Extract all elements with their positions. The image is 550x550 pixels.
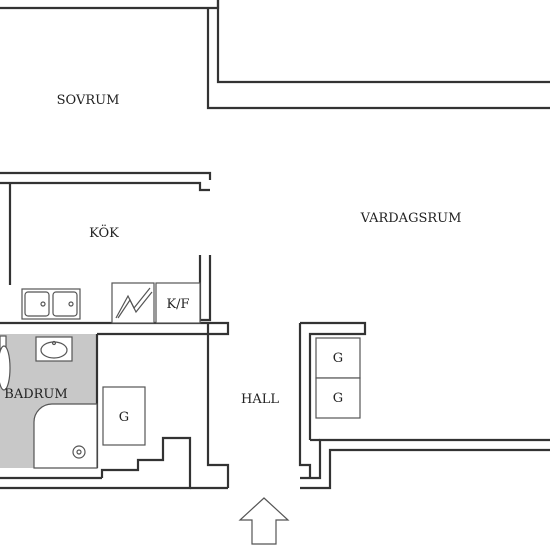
toilet-icon xyxy=(0,335,11,391)
room-label-bedroom: SOVRUM xyxy=(57,93,120,108)
wardrobe-right-bottom-label: G xyxy=(333,391,343,406)
interior-walls xyxy=(0,171,367,488)
fridge-freezer: K/F xyxy=(155,282,201,324)
stove-icon xyxy=(111,282,155,324)
arrow-up-icon xyxy=(238,497,290,545)
fridge-freezer-label: K/F xyxy=(166,297,189,312)
room-label-kitchen: KÖK xyxy=(89,224,119,241)
right-wardrobes: G G xyxy=(315,337,361,419)
room-label-hall: HALL xyxy=(241,392,279,407)
hall-wardrobe: G xyxy=(102,386,146,446)
double-sink-icon xyxy=(21,288,81,320)
room-label-living-room: VARDAGSRUM xyxy=(360,211,462,226)
wardrobe-right-top-label: G xyxy=(333,351,343,366)
shower-icon xyxy=(33,403,98,469)
room-label-bathroom: BADRUM xyxy=(4,387,67,402)
wardrobe-hall-label: G xyxy=(119,410,129,425)
washbasin-icon xyxy=(35,336,73,362)
